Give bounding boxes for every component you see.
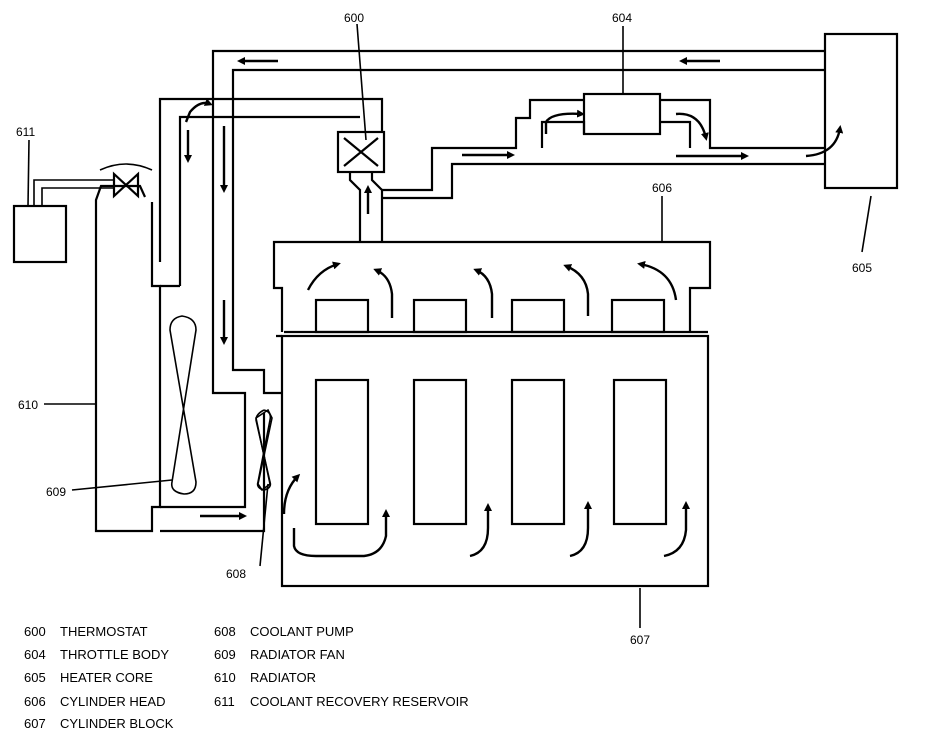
- thermostat: [336, 130, 386, 242]
- radiator-fan: [169, 315, 197, 495]
- coolant-pump: [255, 408, 273, 492]
- throttle-body: [582, 92, 662, 136]
- heater-return-hose: [211, 49, 825, 100]
- coolant-recovery-reservoir: [12, 204, 68, 264]
- callout-609: 609: [46, 485, 66, 499]
- reservoir-hose: [33, 179, 114, 206]
- callout-608: 608: [226, 567, 246, 581]
- radiator-inlet-hose: [158, 97, 384, 288]
- callout-606: 606: [652, 181, 672, 195]
- heater-feed-hose: [382, 98, 825, 200]
- callout-600: 600: [344, 11, 364, 25]
- callout-leaders: [27, 23, 872, 628]
- coolant-flow-arrows: [184, 57, 844, 558]
- radiator-cap-valve: [99, 163, 153, 199]
- callout-607: 607: [630, 633, 650, 647]
- callout-605: 605: [852, 261, 872, 275]
- head-gasket-line: [276, 330, 708, 338]
- callout-610: 610: [18, 398, 38, 412]
- radiator-outlet-hose: [160, 100, 281, 533]
- cylinder-head-ports: [314, 298, 666, 334]
- callout-611: 611: [16, 125, 35, 139]
- cylinder-head: [272, 240, 712, 332]
- callout-604: 604: [612, 11, 632, 25]
- cylinder-block: [280, 334, 710, 588]
- cylinder-bores: [314, 378, 668, 526]
- radiator: [94, 184, 162, 533]
- heater-core: [823, 32, 899, 190]
